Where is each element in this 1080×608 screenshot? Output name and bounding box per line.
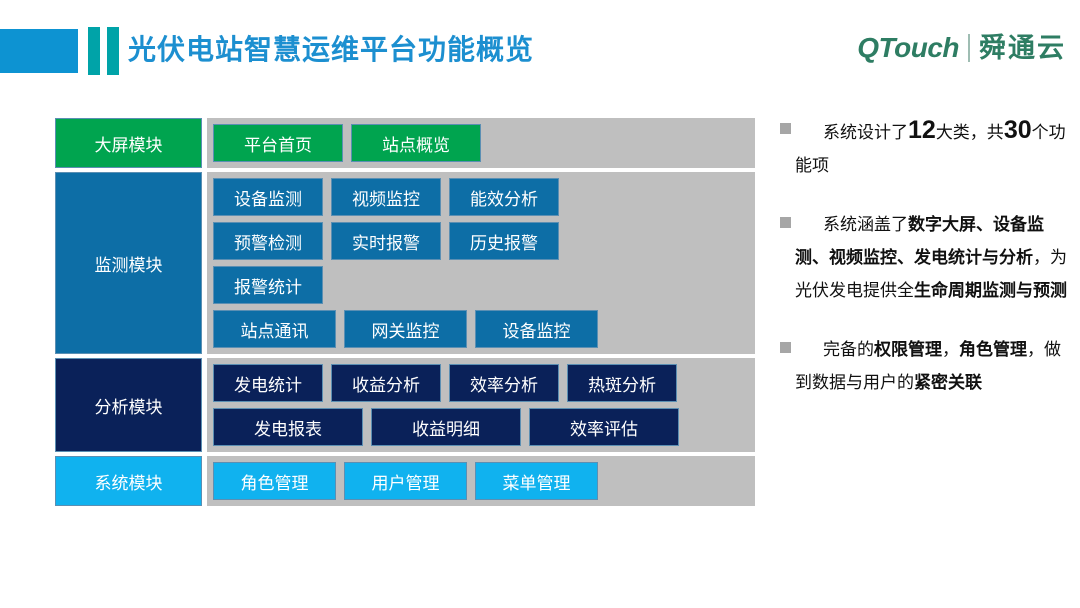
module-row: 设备监测视频监控能效分析 xyxy=(213,178,755,216)
note-text: 完备的权限管理，角色管理，做到数据与用户的紧密关联 xyxy=(795,333,1072,399)
module-panel-column: 平台首页站点概览设备监测视频监控能效分析预警检测实时报警历史报警报警统计站点通讯… xyxy=(207,118,755,510)
brand-logo-cn: 舜通云 xyxy=(979,33,1066,63)
note-segment: ，做到数据与用户的 xyxy=(795,340,1061,392)
note-text: 系统涵盖了数字大屏、设备监测、视频监控、发电统计与分析，为光伏发电提供全生命周期… xyxy=(795,208,1072,307)
module-row: 角色管理用户管理菜单管理 xyxy=(213,462,755,500)
module-label-4[interactable]: 系统模块 xyxy=(55,456,202,506)
feature-button[interactable]: 热斑分析 xyxy=(567,364,677,402)
module-label-column: 大屏模块监测模块分析模块系统模块 xyxy=(55,118,202,510)
module-row: 预警检测实时报警历史报警 xyxy=(213,222,755,260)
page-header: 光伏电站智慧运维平台功能概览 QTouch 舜通云 xyxy=(0,0,1080,98)
bullet-square-icon xyxy=(780,217,791,228)
module-panel-2: 设备监测视频监控能效分析预警检测实时报警历史报警报警统计站点通讯网关监控设备监控 xyxy=(207,172,755,354)
feature-button[interactable]: 报警统计 xyxy=(213,266,323,304)
feature-button[interactable]: 效率评估 xyxy=(529,408,679,446)
feature-button[interactable]: 视频监控 xyxy=(331,178,441,216)
module-label-2[interactable]: 监测模块 xyxy=(55,172,202,354)
brand-logo-divider xyxy=(968,34,970,62)
bullet-square-icon xyxy=(780,123,791,134)
note-segment: 生命周期监测与预测 xyxy=(914,281,1067,300)
header-accent-bar-2 xyxy=(107,27,119,75)
module-row: 发电统计收益分析效率分析热斑分析 xyxy=(213,364,755,402)
note-segment: 12 xyxy=(908,116,936,144)
note-segment: ，为光伏发电提供全 xyxy=(795,248,1067,300)
feature-button[interactable]: 实时报警 xyxy=(331,222,441,260)
feature-button[interactable]: 站点概览 xyxy=(351,124,481,162)
header-accent-bar-1 xyxy=(88,27,100,75)
feature-button[interactable]: 预警检测 xyxy=(213,222,323,260)
feature-button[interactable]: 站点通讯 xyxy=(213,310,336,348)
module-row: 报警统计 xyxy=(213,266,755,304)
note-segment: 系统涵盖了 xyxy=(823,215,908,234)
feature-button[interactable]: 历史报警 xyxy=(449,222,559,260)
note-segment: 紧密关联 xyxy=(914,373,982,392)
note-item: 系统设计了12大类，共30个功能项 xyxy=(780,114,1072,182)
module-label-1[interactable]: 大屏模块 xyxy=(55,118,202,168)
feature-button[interactable]: 用户管理 xyxy=(344,462,467,500)
feature-button[interactable]: 平台首页 xyxy=(213,124,343,162)
note-segment: 完备的 xyxy=(823,340,874,359)
brand-logo-en: QTouch xyxy=(857,32,959,63)
feature-button[interactable]: 设备监控 xyxy=(475,310,598,348)
module-panel-1: 平台首页站点概览 xyxy=(207,118,755,168)
bullet-square-icon xyxy=(780,342,791,353)
brand-logo: QTouch 舜通云 xyxy=(857,30,1066,66)
feature-button[interactable]: 角色管理 xyxy=(213,462,336,500)
note-segment: 大类，共 xyxy=(935,123,1004,142)
module-diagram: 大屏模块监测模块分析模块系统模块 平台首页站点概览设备监测视频监控能效分析预警检… xyxy=(55,118,755,560)
feature-button[interactable]: 设备监测 xyxy=(213,178,323,216)
module-row: 站点通讯网关监控设备监控 xyxy=(213,310,755,348)
note-segment: 个功能项 xyxy=(795,123,1066,175)
note-item: 完备的权限管理，角色管理，做到数据与用户的紧密关联 xyxy=(780,333,1072,399)
module-panel-3: 发电统计收益分析效率分析热斑分析发电报表收益明细效率评估 xyxy=(207,358,755,452)
note-text: 系统设计了12大类，共30个功能项 xyxy=(795,114,1072,182)
feature-button[interactable]: 效率分析 xyxy=(449,364,559,402)
feature-button[interactable]: 菜单管理 xyxy=(475,462,598,500)
module-panel-4: 角色管理用户管理菜单管理 xyxy=(207,456,755,506)
note-segment: 30 xyxy=(1003,116,1032,144)
feature-button[interactable]: 发电报表 xyxy=(213,408,363,446)
module-row: 发电报表收益明细效率评估 xyxy=(213,408,755,446)
note-item: 系统涵盖了数字大屏、设备监测、视频监控、发电统计与分析，为光伏发电提供全生命周期… xyxy=(780,208,1072,307)
header-accent-block xyxy=(0,29,78,73)
module-label-3[interactable]: 分析模块 xyxy=(55,358,202,452)
feature-button[interactable]: 收益分析 xyxy=(331,364,441,402)
note-segment: ， xyxy=(942,340,959,359)
module-row: 平台首页站点概览 xyxy=(213,124,755,162)
notes-panel: 系统设计了12大类，共30个功能项系统涵盖了数字大屏、设备监测、视频监控、发电统… xyxy=(780,114,1072,425)
note-segment: 权限管理 xyxy=(874,340,942,359)
feature-button[interactable]: 收益明细 xyxy=(371,408,521,446)
page-title: 光伏电站智慧运维平台功能概览 xyxy=(128,34,535,65)
note-segment: 角色管理 xyxy=(959,340,1027,359)
feature-button[interactable]: 能效分析 xyxy=(449,178,559,216)
note-segment: 系统设计了 xyxy=(823,123,908,142)
note-segment: 数字大屏、设备监测、视频监控、发电统计与分析 xyxy=(795,215,1044,267)
feature-button[interactable]: 发电统计 xyxy=(213,364,323,402)
feature-button[interactable]: 网关监控 xyxy=(344,310,467,348)
